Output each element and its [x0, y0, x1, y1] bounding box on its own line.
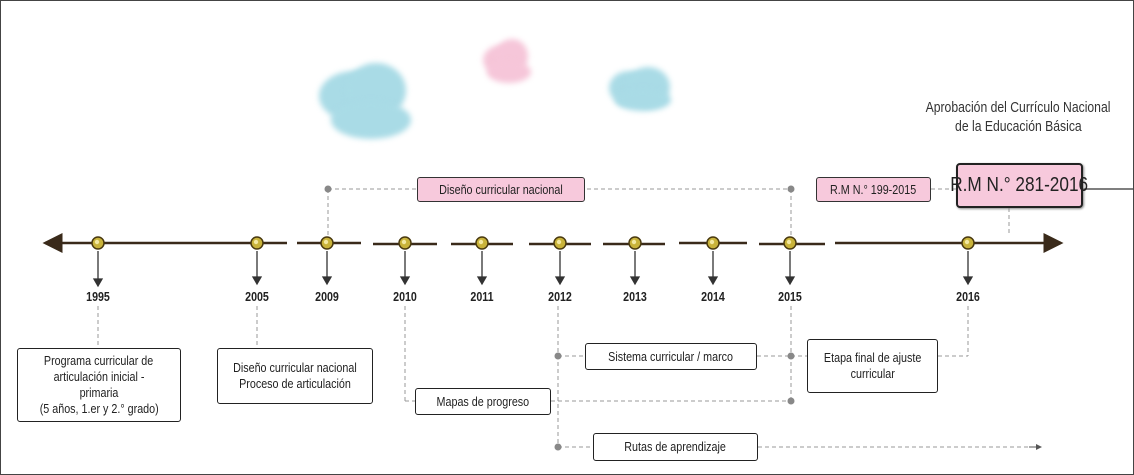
year-label-2014: 2014	[701, 289, 725, 304]
year-label-2005: 2005	[245, 289, 269, 304]
year-label-2013: 2013	[623, 289, 647, 304]
sistema-curricular-box: Sistema curricular / marco	[585, 343, 757, 370]
dashed-connectors	[97, 188, 1031, 448]
timeline-nodes	[91, 236, 975, 250]
year-label-2011: 2011	[470, 289, 494, 304]
rm-281-2016-label: R.M N.° 281-2016	[951, 163, 1088, 208]
mapas-de-progreso-box: Mapas de progreso	[415, 388, 551, 415]
year-arrows	[92, 251, 974, 288]
year-label-2010: 2010	[393, 289, 417, 304]
programa-curricular-box: Programa curricular de articulación inic…	[17, 348, 181, 422]
year-label-2009: 2009	[315, 289, 339, 304]
year-label-2016: 2016	[956, 289, 980, 304]
year-label-1995: 1995	[86, 289, 110, 304]
rutas-de-aprendizaje-box: Rutas de aprendizaje	[593, 433, 758, 461]
diseno-proceso-box: Diseño curricular nacional Proceso de ar…	[217, 348, 373, 404]
diseno-curricular-nacional-label: Diseño curricular nacional	[417, 177, 585, 202]
year-label-2012: 2012	[548, 289, 572, 304]
year-label-2015: 2015	[778, 289, 802, 304]
approval-heading: Aprobación del Currículo Nacional de la …	[925, 100, 1111, 135]
main-timeline	[42, 233, 1064, 253]
connector-dots	[324, 185, 795, 451]
etapa-final-box: Etapa final de ajuste curricular	[807, 339, 938, 393]
rm-199-2015-label: R.M N.° 199-2015	[816, 177, 931, 202]
